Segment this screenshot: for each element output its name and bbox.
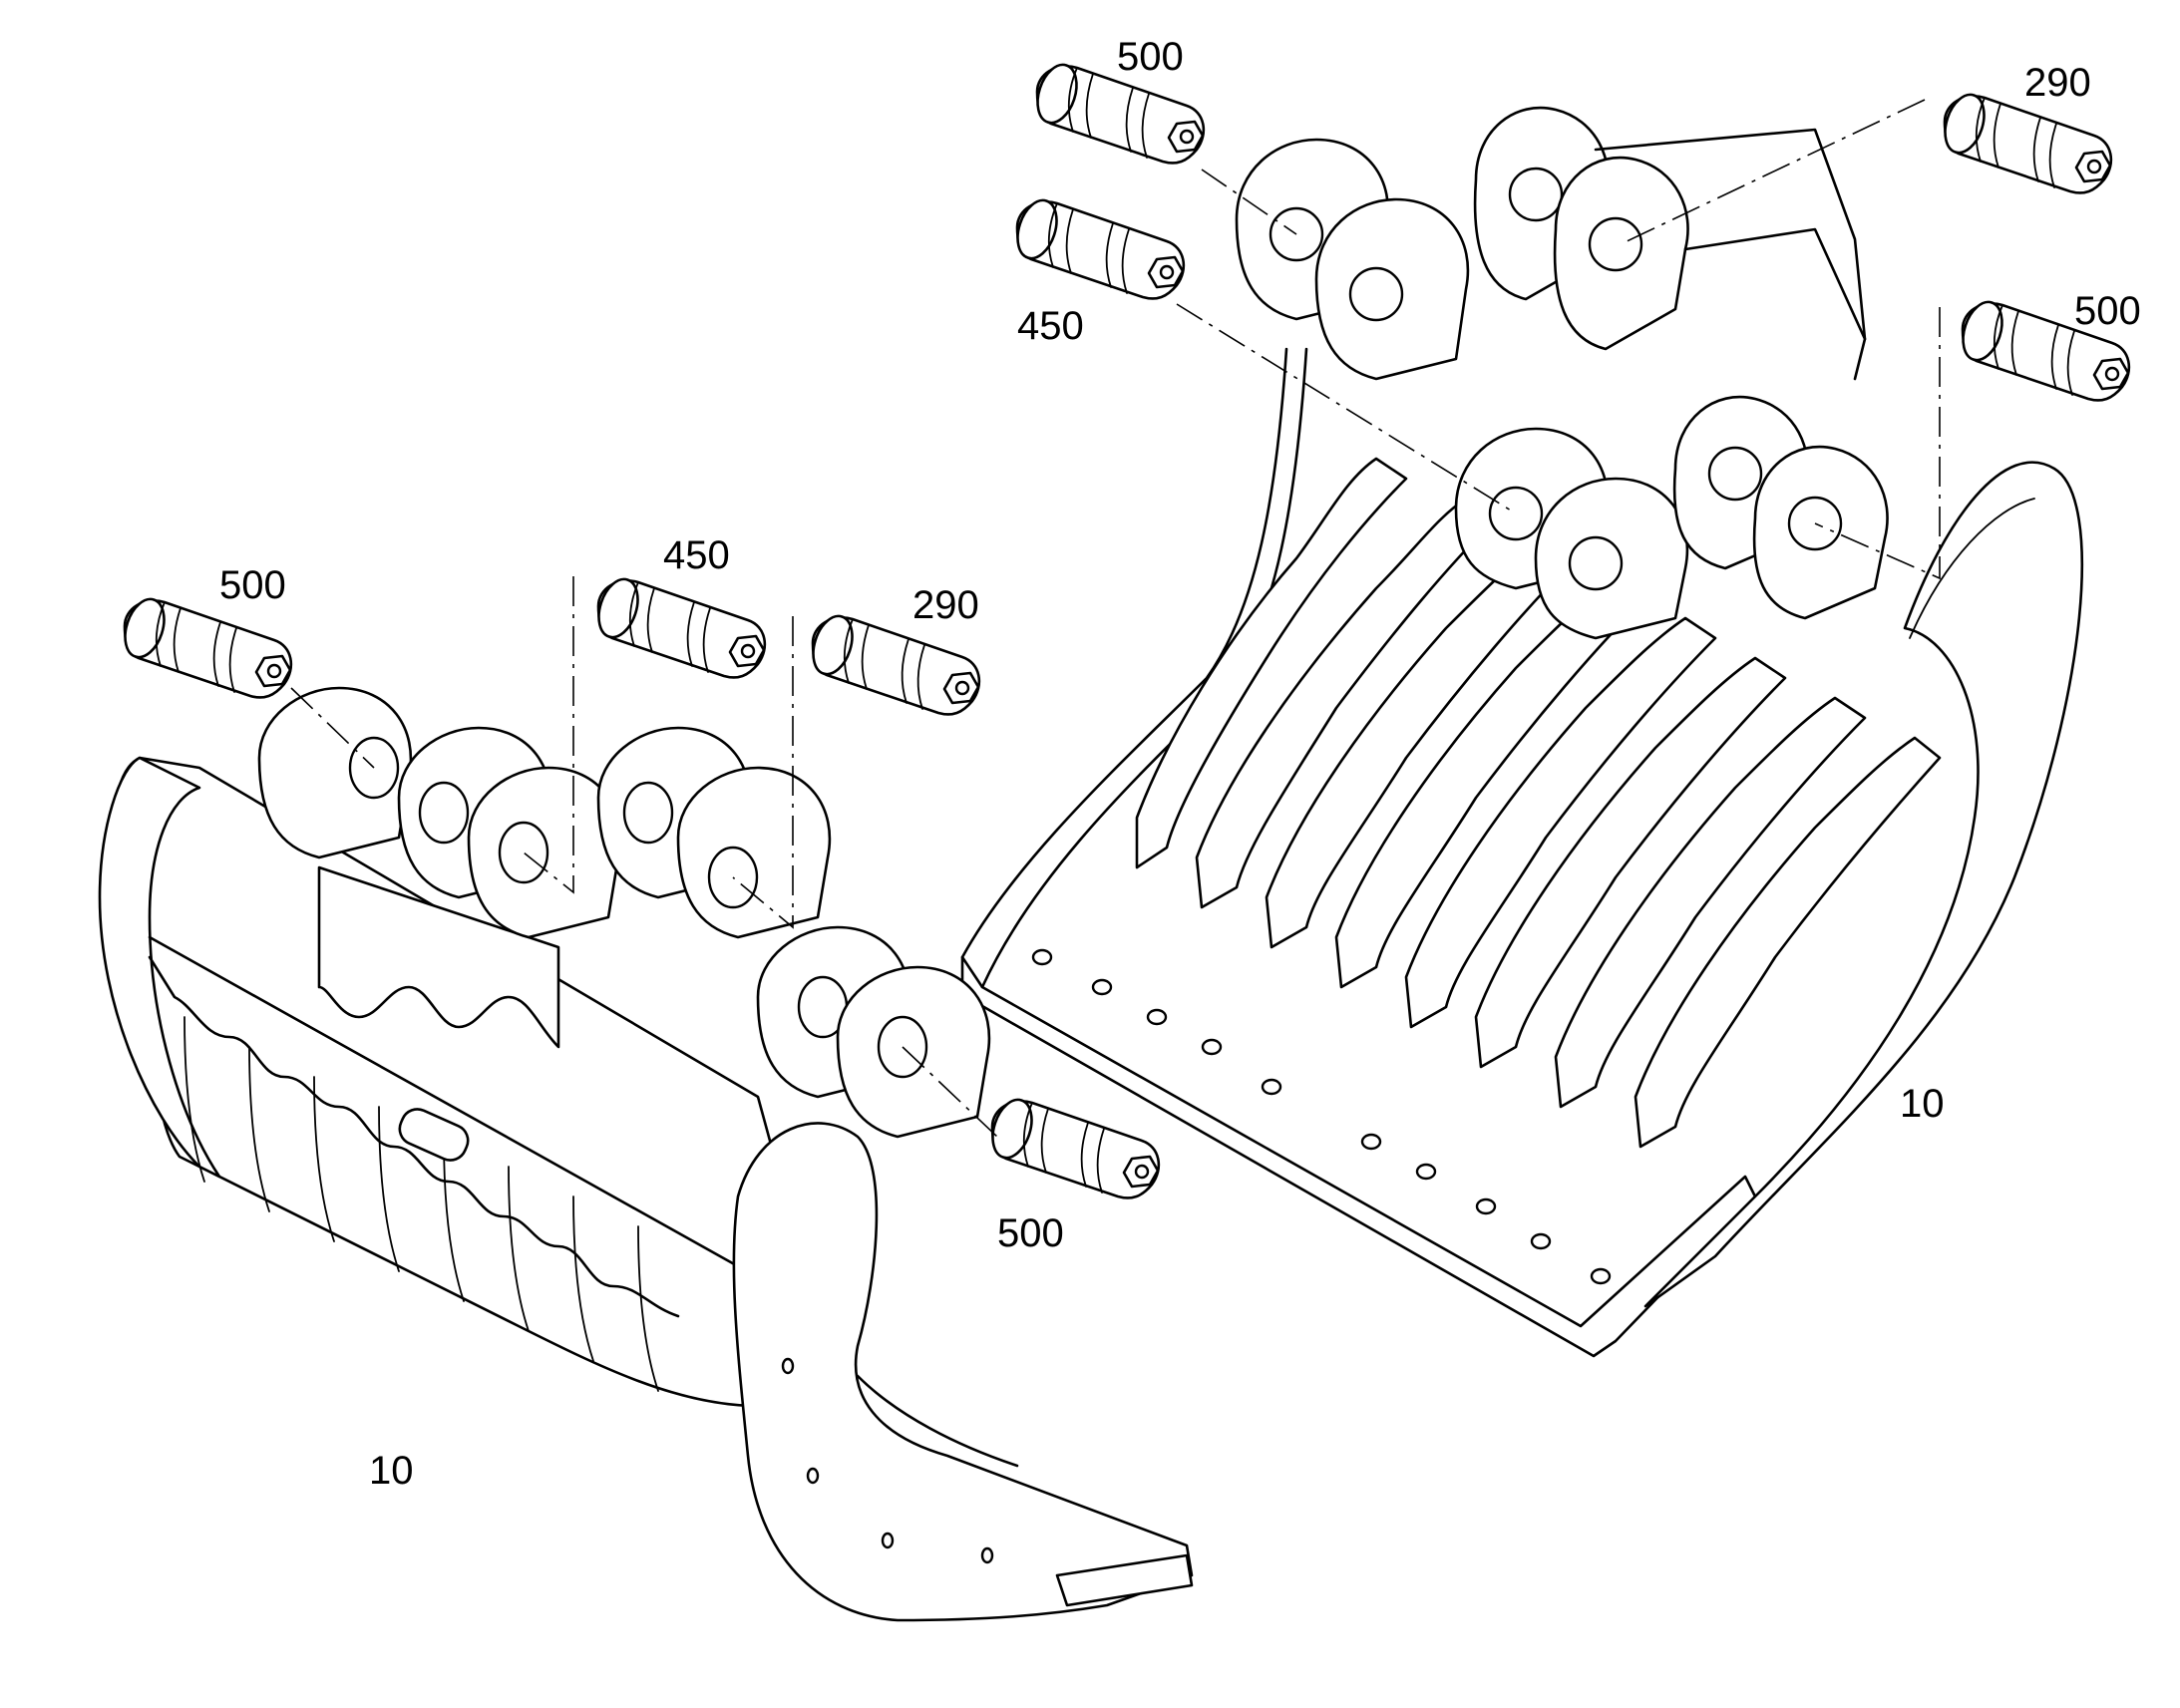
right-grab-side-shell: [1643, 461, 2084, 1308]
left-grab-jaw-plate: [732, 1122, 1194, 1622]
right-grab-top-lugs: [1235, 106, 1867, 381]
left-grab-lugs: [257, 686, 991, 1139]
callout-left-290: 290: [912, 583, 979, 627]
left-grab-tooth-plate: [317, 865, 560, 1049]
right-grab-base-holes: [1031, 948, 1612, 1285]
callout-top-450: 450: [1017, 304, 1084, 348]
axis-center-lines: [290, 99, 1941, 1138]
pin-top-290: [1937, 88, 2113, 194]
pin-left-bottom-500: [984, 1093, 1161, 1199]
pin-left-450: [590, 572, 767, 679]
left-grab-name-plate: [398, 1108, 470, 1162]
callout-left-grab-10: 10: [369, 1449, 414, 1493]
callout-left-500: 500: [219, 563, 286, 607]
callout-left-450: 450: [663, 533, 730, 577]
grab-bucket-right: [960, 106, 2084, 1358]
grab-bucket-left: [98, 686, 1194, 1622]
callout-top-right-500: 500: [2074, 289, 2141, 333]
callout-left-bottom-500: 500: [997, 1211, 1064, 1255]
callout-top-500: 500: [1117, 35, 1184, 79]
callout-top-290: 290: [2024, 61, 2091, 105]
callout-right-grab-10: 10: [1900, 1082, 1945, 1126]
callout-labels: 500 450 290 500 500 450 290 500 10 10: [219, 35, 2141, 1493]
right-grab-lower-lugs: [1454, 395, 1889, 640]
left-grab-cutting-edge: [148, 955, 680, 1318]
pin-top-450: [1009, 193, 1186, 300]
pin-left-500: [117, 592, 293, 699]
